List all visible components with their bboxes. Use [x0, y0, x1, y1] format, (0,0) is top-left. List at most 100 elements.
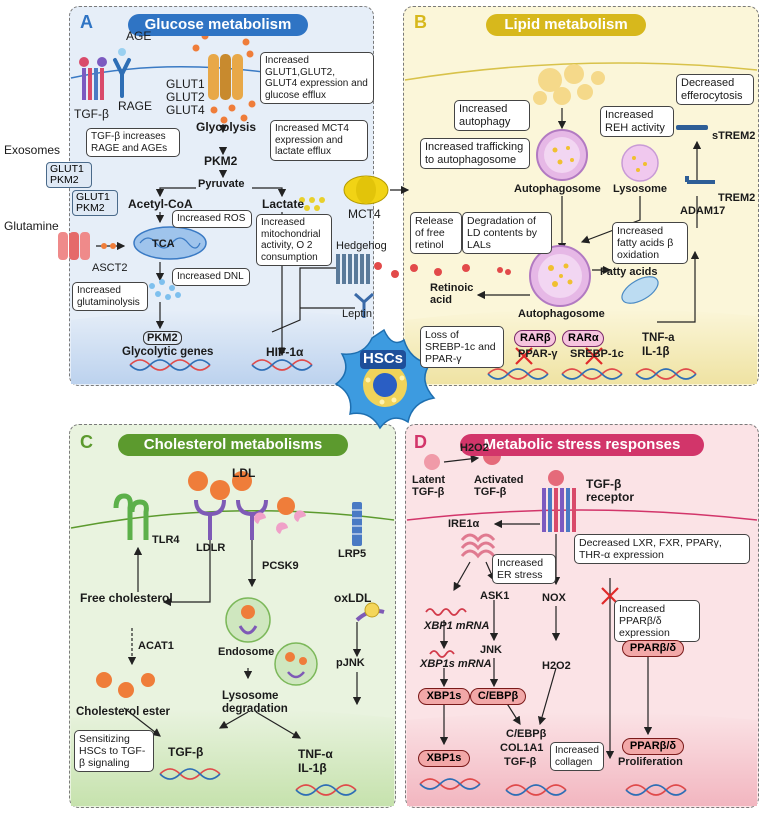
ldlr-receptor-icon: [194, 499, 226, 540]
lrp5-receptor-icon: [352, 502, 362, 546]
box-mct4-expression: Increased MCT4 expression and lactate ef…: [270, 120, 368, 161]
glut2-label: GLUT2: [166, 90, 205, 104]
hsc-label: HSCs: [360, 350, 407, 369]
pyruvate-label: Pyruvate: [198, 178, 245, 190]
pjnk-label: pJNK: [336, 657, 365, 669]
lipid-droplets-b: [533, 64, 605, 105]
box-release-retinol: Release of free retinol: [410, 212, 462, 255]
box-er-stress: Increased ER stress: [492, 554, 556, 585]
box-dnl: Increased DNL: [172, 268, 250, 286]
panel-a-letter: A: [80, 12, 93, 32]
glut-transporter-icon: [208, 54, 243, 100]
trem2-icon: [685, 176, 715, 184]
exosomes-label: Exosomes: [4, 143, 61, 157]
strem2-icon: [676, 125, 708, 130]
box-collagen: Increased collagen: [550, 742, 604, 771]
dna-c1-icon: [159, 768, 221, 780]
exosome-tag-2-line2: PKM2: [76, 202, 105, 215]
strem2-label: sTREM2: [712, 130, 756, 142]
lipid-dots-a: [149, 279, 181, 300]
exosome-tag-2-line1: GLUT1: [76, 191, 110, 203]
hif1a-label: HIF-1α: [266, 345, 304, 359]
exosome-tag-1: GLUT1 PKM2: [46, 162, 92, 189]
asct2-label: ASCT2: [92, 262, 128, 274]
xbp1-mrna-label: XBP1 mRNA: [424, 620, 490, 632]
box-ros: Increased ROS: [172, 210, 252, 228]
er-icon: [460, 533, 496, 559]
h2o2-mid-label: H2O2: [542, 660, 571, 672]
dna-a1-icon: [129, 359, 211, 371]
box-reh-activity: Increased REH activity: [600, 106, 674, 138]
ppard-pill: PPARβ/δ: [622, 640, 684, 657]
exosome-tag-1-line2: PKM2: [50, 174, 79, 187]
glut4-label: GLUT4: [166, 103, 205, 117]
hsc-cell-icon: [334, 328, 436, 430]
latent-tgfb-label: Latent TGF-β: [412, 474, 445, 499]
col1a1-label: COL1A1: [500, 742, 544, 754]
mitochondrion-b-icon: [621, 276, 659, 304]
rara-pill: RARα: [562, 330, 604, 347]
pkm2-label: PKM2: [204, 154, 238, 168]
leptin-label: Leptin: [342, 308, 372, 320]
box-loss-srebp: Loss of SREBP-1c and PPAR-γ: [420, 326, 504, 369]
lrp5-label: LRP5: [338, 548, 367, 560]
lysosome-icon: [621, 144, 659, 182]
mitochondrion-a-icon: [133, 226, 207, 260]
tgfb-c-label: TGF-β: [168, 745, 204, 759]
mct4-transporter-icon: [343, 175, 389, 205]
dna-b2-icon: [561, 368, 623, 380]
box-tgfb-rage: TGF-β increases RAGE and AGEs: [86, 128, 180, 157]
nox-label: NOX: [542, 592, 566, 604]
rarb-pill: RARβ: [514, 330, 556, 347]
acat1-label: ACAT1: [138, 640, 174, 652]
panel-c-letter: C: [80, 432, 93, 452]
xbp1s-mrna-label: XBP1s mRNA: [420, 658, 492, 670]
srebp-label: SREBP-1c: [570, 348, 624, 360]
ldl-particles: [188, 471, 295, 515]
il1b-b-label: IL-1β: [642, 346, 670, 358]
endosome-label: Endosome: [218, 646, 275, 658]
panel-a-title: Glucose metabolism: [128, 14, 308, 36]
activated-tgfb-label: Activated TGF-β: [474, 474, 524, 499]
cebpb-nucleus-label: C/EBPβ: [506, 728, 547, 740]
latent-tgfb-icon: [424, 454, 440, 470]
box-efferocytosis: Decreased efferocytosis: [676, 74, 754, 106]
pcsk9-label: PCSK9: [262, 560, 299, 572]
autophagosome-main-icon: [529, 245, 591, 307]
ldl-label: LDL: [232, 466, 256, 480]
free-cholesterol-label: Free cholesterol: [80, 591, 173, 605]
dna-d3-icon: [625, 784, 687, 796]
age-label: AGE: [126, 29, 152, 43]
ire1a-label: IRE1α: [448, 518, 480, 530]
hedgehog-label: Hedgehog: [336, 240, 387, 252]
tnfa-c-label: TNF-α: [298, 747, 333, 761]
ldlr-label: LDLR: [196, 542, 226, 554]
dna-c2-icon: [295, 784, 357, 796]
box-nuclear-receptors: Decreased LXR, FXR, PPARγ, THR-α express…: [574, 534, 750, 565]
dna-b1-icon: [487, 368, 549, 380]
fatty-acids-label: Fatty acids: [600, 266, 658, 278]
acetyl-coa-label: Acetyl-CoA: [128, 197, 193, 211]
box-trafficking: Increased trafficking to autophagosome: [420, 138, 530, 170]
tlr4-label: TLR4: [152, 534, 180, 546]
box-autophagy: Increased autophagy: [454, 100, 530, 132]
proliferation-label: Proliferation: [618, 756, 683, 768]
endosome-icon: [225, 597, 271, 643]
dna-d2-icon: [505, 784, 567, 796]
ppar-gamma-label: PPAR-γ: [518, 348, 558, 360]
oxldl-label: oxLDL: [334, 591, 372, 605]
cholesterol-ester-label: Cholesterol ester: [76, 706, 170, 718]
cross-mark-b: [515, 347, 603, 365]
xbp1s-mrna-icon: [429, 650, 455, 658]
retinoic-acid-label: Retinoic acid: [430, 282, 474, 307]
autophagosome-top-icon: [536, 129, 588, 181]
leptin-receptor-icon: [354, 292, 374, 318]
rage-receptor-icon: [79, 57, 107, 100]
autophagosome-top-label: Autophagosome: [514, 183, 601, 195]
oxldl-icon: [355, 602, 385, 622]
box-glut-expression: Increased GLUT1,GLUT2, GLUT4 expression …: [260, 52, 374, 104]
lysosome-degradation-label: Lysosome degradation: [222, 690, 288, 715]
tnfa-b-label: TNF-a: [642, 332, 675, 344]
rage-y-icon: [113, 58, 131, 98]
